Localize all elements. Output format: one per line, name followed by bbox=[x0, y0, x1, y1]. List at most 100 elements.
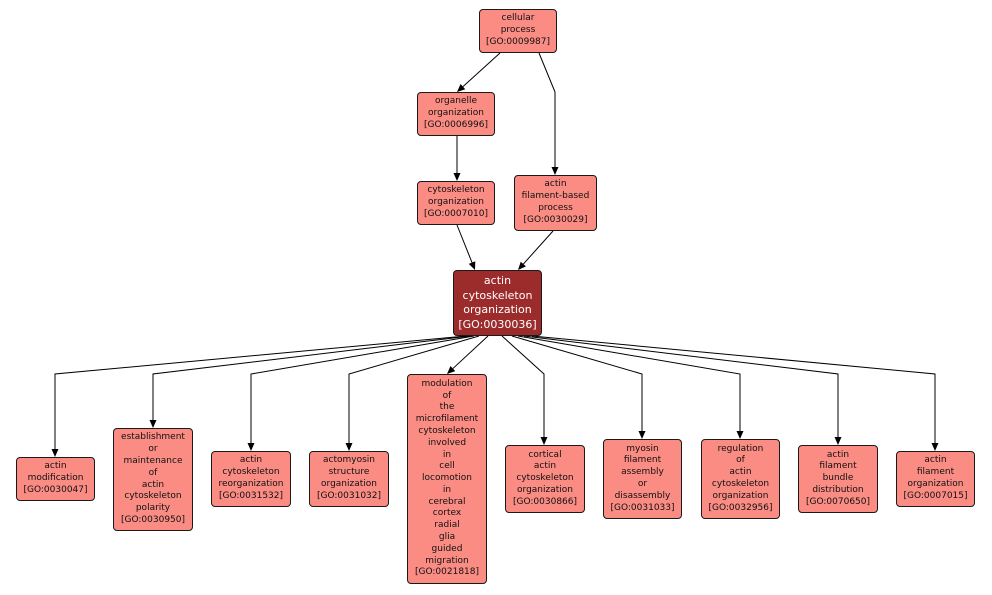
node-label-line: cytoskeleton bbox=[124, 491, 182, 502]
node-label-line: cytoskeleton bbox=[516, 473, 574, 484]
node-label-line: of bbox=[148, 467, 158, 478]
node-label-line: [GO:0006996] bbox=[423, 119, 489, 130]
node-cortical-actin-cytoskeleton-organization[interactable]: cortical actin cytoskeleton organization… bbox=[505, 445, 585, 513]
node-label-line: or bbox=[637, 479, 648, 489]
node-actin-filament-based-process[interactable]: actin filament-based process [GO:0030029… bbox=[514, 175, 597, 231]
node-label-line: in bbox=[442, 449, 452, 460]
node-label-line: glia bbox=[438, 532, 456, 543]
node-label-line: the bbox=[439, 402, 455, 413]
node-label-line: cytoskeleton bbox=[222, 467, 280, 478]
node-label-line: cell bbox=[439, 461, 455, 472]
node-label-line: [GO:0032956] bbox=[708, 502, 773, 513]
node-label-line: cortical bbox=[528, 449, 562, 460]
node-label-line: actin bbox=[239, 455, 263, 466]
node-label-line: assembly bbox=[621, 467, 664, 478]
node-label-line: organization bbox=[428, 108, 484, 119]
edge-arrowhead bbox=[345, 443, 353, 451]
edge-n0030036-n0007015 bbox=[531, 335, 936, 443]
node-label-line: organization bbox=[517, 484, 573, 495]
node-label-line: organelle bbox=[434, 96, 478, 107]
edge-arrowhead bbox=[540, 437, 548, 445]
node-label-line: filament bbox=[916, 467, 955, 478]
node-label-line: actin bbox=[483, 274, 512, 287]
node-myosin-filament-assembly[interactable]: myosin filament assembly or disassembly … bbox=[603, 439, 682, 519]
node-actin-modification[interactable]: actin modification [GO:0030047] bbox=[16, 457, 95, 501]
node-label-line: [GO:0070650] bbox=[805, 496, 871, 507]
node-label-line: [GO:0031033] bbox=[610, 502, 675, 513]
edge-arrowhead bbox=[551, 167, 559, 175]
node-label-line: of bbox=[736, 455, 745, 466]
node-label-line: modification bbox=[27, 473, 84, 484]
edge-n0030036-n0030866 bbox=[501, 335, 545, 437]
node-regulation-actin-cytoskeleton-organization[interactable]: regulation of actin cytoskeleton organiz… bbox=[701, 439, 780, 519]
node-label-line: cellular bbox=[501, 13, 535, 24]
node-label-line: distribution bbox=[812, 484, 864, 495]
node-label-line: in bbox=[442, 484, 452, 495]
node-actin-cytoskeleton-reorganization[interactable]: actin cytoskeleton reorganization [GO:00… bbox=[211, 451, 291, 507]
node-label-line: [GO:0007015] bbox=[903, 490, 968, 501]
node-label-line: modulation bbox=[421, 378, 473, 389]
node-label-line: process bbox=[500, 25, 536, 36]
node-label-line: [GO:0030047] bbox=[23, 484, 88, 495]
node-cytoskeleton-organization[interactable]: cytoskeleton organization [GO:0007010] bbox=[417, 181, 495, 225]
node-label-line: actin bbox=[544, 179, 567, 190]
node-actin-cytoskeleton-organization-focus[interactable]: actin cytoskeleton organization [GO:0030… bbox=[453, 270, 542, 336]
node-label-line: myosin bbox=[626, 443, 659, 454]
edge-arrowhead bbox=[468, 261, 476, 270]
node-label-line: cytoskeleton bbox=[418, 425, 476, 436]
node-label-line: organization bbox=[712, 490, 769, 501]
node-label-line: actin bbox=[924, 455, 947, 466]
node-actin-filament-organization[interactable]: actin filament organization [GO:0007015] bbox=[896, 451, 975, 507]
node-label-line: establishment bbox=[121, 432, 185, 443]
edge-arrowhead bbox=[518, 261, 526, 270]
node-label-line: actin bbox=[729, 467, 752, 478]
node-label-line: radial bbox=[434, 520, 460, 531]
node-label-line: [GO:0030029] bbox=[523, 214, 588, 225]
node-label-line: disassembly bbox=[614, 490, 671, 501]
node-label-line: organization bbox=[428, 197, 484, 208]
node-modulation-microfilament-cytoskeleton[interactable]: modulation of the microfilament cytoskel… bbox=[407, 374, 487, 584]
node-organelle-organization[interactable]: organelle organization [GO:0006996] bbox=[417, 92, 495, 136]
edge-arrowhead bbox=[736, 431, 744, 439]
node-label-line: filament bbox=[623, 455, 662, 466]
node-label-line: [GO:0030866] bbox=[512, 496, 578, 507]
node-label-line: actin bbox=[141, 479, 165, 490]
edge-arrowhead bbox=[51, 449, 59, 457]
node-label-line: actin bbox=[44, 461, 67, 472]
node-label-line: actomyosin bbox=[323, 455, 375, 466]
node-cellular-process[interactable]: cellular process [GO:0009987] bbox=[479, 9, 557, 53]
node-label-line: bundle bbox=[822, 473, 854, 484]
node-establishment-actin-polarity[interactable]: establishment or maintenance of actin cy… bbox=[113, 428, 193, 531]
node-actin-filament-bundle-distribution[interactable]: actin filament bundle distribution [GO:0… bbox=[798, 445, 878, 513]
node-label-line: organization bbox=[907, 479, 964, 489]
node-label-line: structure bbox=[328, 467, 370, 478]
node-label-line: [GO:0007010] bbox=[423, 208, 489, 219]
node-label-line: involved bbox=[427, 437, 467, 448]
edge-arrowhead bbox=[834, 437, 842, 445]
edge-n0030036-n0070650 bbox=[523, 335, 839, 437]
edge-arrowhead bbox=[931, 443, 939, 451]
node-label-line: process bbox=[538, 203, 573, 213]
node-label-line: [GO:0030950] bbox=[120, 514, 186, 525]
node-actomyosin-structure-organization[interactable]: actomyosin structure organization [GO:00… bbox=[309, 451, 389, 507]
node-label-line: guided bbox=[431, 543, 463, 554]
edge-n0007010-n0030036 bbox=[456, 224, 473, 263]
edge-n0030029-n0030036 bbox=[522, 230, 554, 265]
edge-arrowhead bbox=[247, 443, 255, 451]
edge-arrowhead bbox=[149, 420, 157, 428]
node-label-line: cytoskeleton bbox=[427, 185, 485, 196]
edge-n0009987-n0006996 bbox=[462, 52, 501, 87]
node-label-line: filament bbox=[819, 461, 857, 472]
node-label-line: cortex bbox=[432, 508, 462, 519]
edge-arrowhead bbox=[457, 84, 466, 92]
node-label-line: of bbox=[442, 390, 452, 401]
node-label-line: organization bbox=[463, 303, 532, 316]
edge-n0030036-n0031532 bbox=[250, 335, 475, 443]
node-label-line: [GO:0009987] bbox=[485, 36, 551, 47]
node-label-line: locomotion bbox=[422, 473, 472, 484]
node-label-line: [GO:0030036] bbox=[458, 317, 537, 331]
edge-arrowhead bbox=[638, 431, 646, 439]
node-label-line: microfilament bbox=[415, 414, 479, 425]
node-label-line: filament-based bbox=[521, 191, 590, 202]
